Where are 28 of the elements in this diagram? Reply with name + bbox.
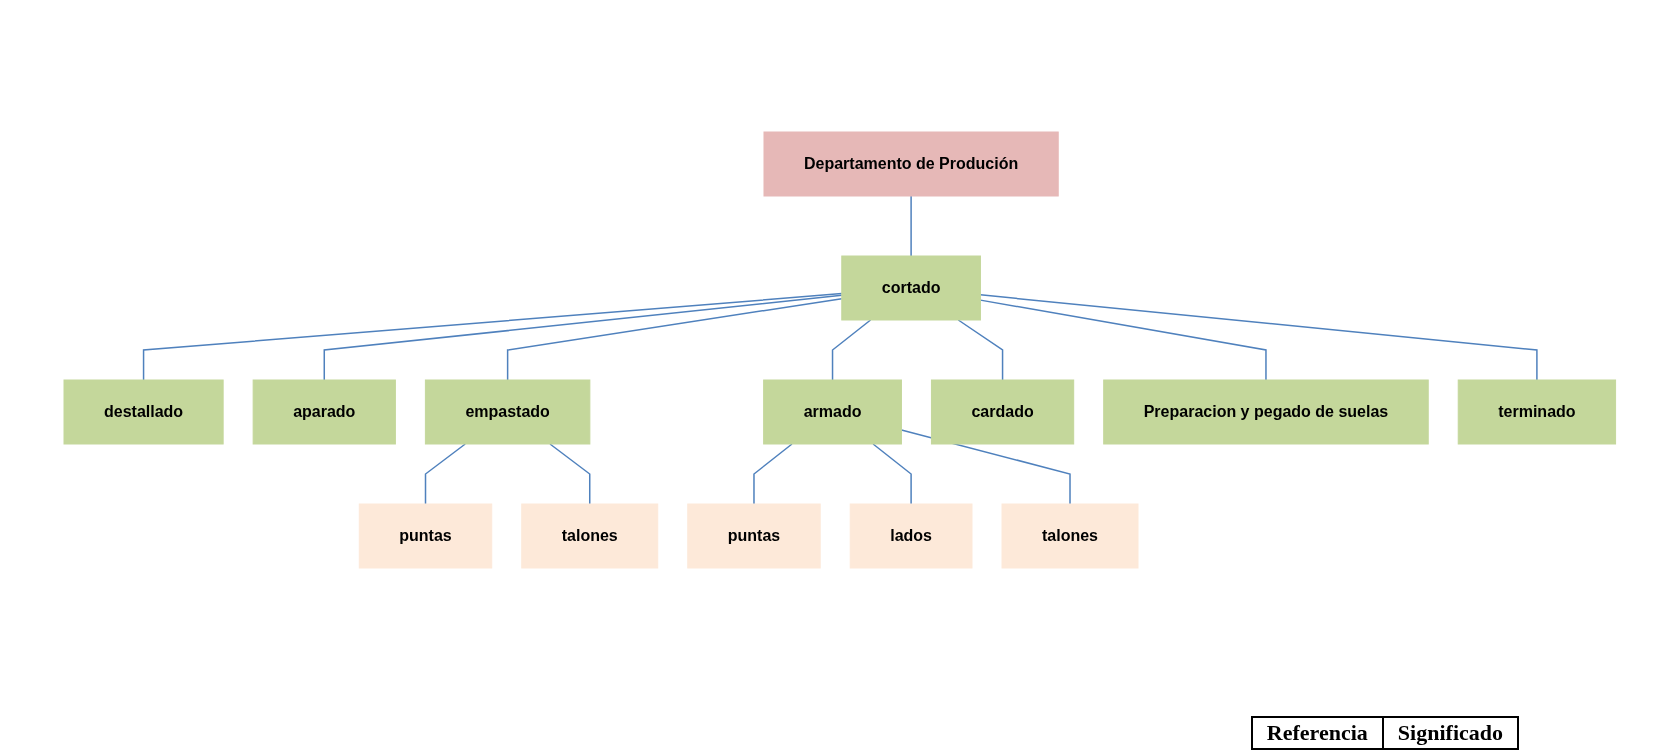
connector — [979, 294, 1538, 381]
connector — [872, 443, 912, 505]
connector — [142, 292, 843, 381]
connector — [506, 297, 843, 381]
node-box: armado — [762, 379, 902, 445]
node-box: puntas — [686, 503, 821, 569]
table-header-cell: Referencia — [1251, 717, 1383, 749]
node-box: cardado — [930, 379, 1074, 445]
connector — [424, 443, 466, 505]
table-header-cell: Significado — [1382, 717, 1518, 749]
connector — [323, 294, 843, 381]
connector — [979, 299, 1267, 381]
connector — [910, 195, 912, 257]
node-box: Preparacion y pegado de suelas — [1102, 379, 1429, 445]
node-box: lados — [849, 503, 973, 569]
node-box: talones — [520, 503, 658, 569]
connector — [548, 443, 591, 505]
node-box: Departamento de Produción — [763, 131, 1059, 197]
node-box: destallado — [63, 379, 224, 445]
node-box: terminado — [1457, 379, 1616, 445]
connector — [831, 319, 871, 381]
node-box: aparado — [252, 379, 396, 445]
node-box: cortado — [840, 255, 981, 321]
connector — [752, 443, 793, 505]
connector — [957, 319, 1003, 381]
node-box: puntas — [358, 503, 492, 569]
node-box: empastado — [424, 379, 591, 445]
node-box: talones — [1001, 503, 1139, 569]
